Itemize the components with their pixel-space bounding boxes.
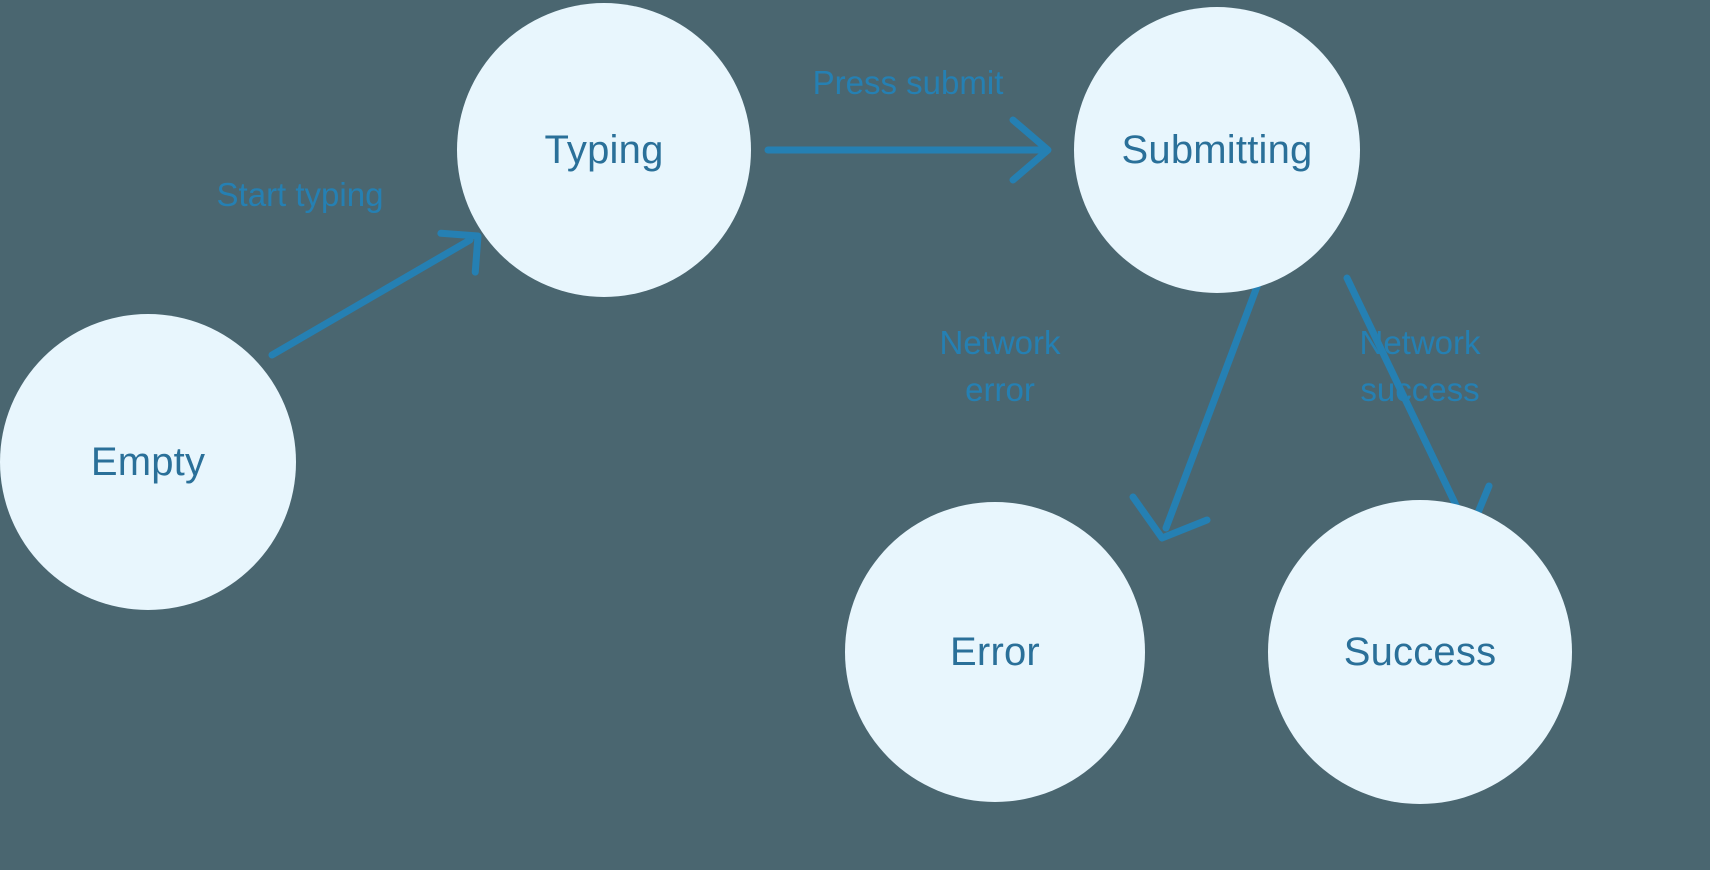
state-node-success[interactable]: Success (1268, 500, 1572, 804)
state-label-error: Error (950, 630, 1040, 674)
state-label-success: Success (1343, 630, 1497, 674)
arrowhead-empty-to-typing (437, 229, 482, 276)
state-label-typing: Typing (544, 128, 664, 172)
arrowhead-submitting-to-error (1129, 493, 1211, 542)
state-label-empty: Empty (90, 440, 206, 484)
state-node-empty[interactable]: Empty (0, 314, 296, 610)
edge-typing-to-submitting (764, 116, 1052, 184)
state-node-submitting[interactable]: Submitting (1074, 7, 1360, 293)
state-node-typing[interactable]: Typing (457, 3, 751, 297)
edge-empty-to-typing (268, 229, 482, 359)
edge-submitting-to-success (1343, 274, 1493, 536)
state-node-error[interactable]: Error (845, 502, 1145, 802)
state-label-submitting: Submitting (1121, 128, 1313, 172)
edge-submitting-to-error (1129, 280, 1262, 542)
arrowhead-typing-to-submitting (1009, 116, 1052, 184)
